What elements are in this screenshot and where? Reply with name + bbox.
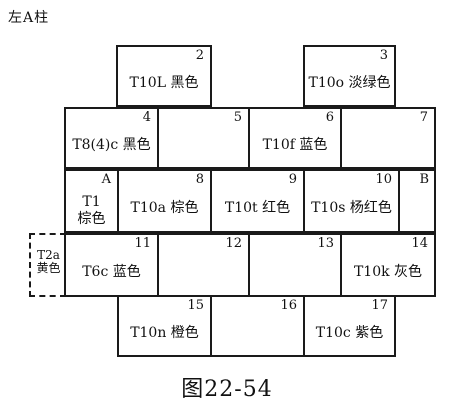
cavity-14: 14 T10k 灰色 — [340, 233, 436, 297]
cavity-number: 16 — [280, 298, 297, 313]
pin-letter: B — [419, 172, 429, 187]
cavity-7: 7 — [340, 107, 436, 169]
wire-label: T10L 黑色 — [129, 74, 199, 91]
cavity-16: 16 — [210, 295, 305, 357]
cavity-number: 6 — [325, 110, 334, 125]
cavity-17: 17 T10c 紫色 — [303, 295, 396, 357]
figure-caption: 图22-54 — [181, 377, 273, 402]
wire-label: T10s 杨红色 — [311, 200, 392, 217]
cavity-number: 3 — [379, 48, 388, 63]
wire-label: T10f 蓝色 — [262, 136, 328, 153]
cavity-number: 11 — [134, 236, 151, 251]
cavity-2: 2 T10L 黑色 — [116, 45, 212, 107]
cavity-number: 14 — [411, 236, 428, 251]
pin-A-color: 棕色 — [77, 211, 106, 227]
pin-T2a-color: 黄色 — [36, 261, 61, 275]
cavity-12: 12 — [157, 233, 250, 297]
cavity-number: 8 — [195, 172, 204, 187]
cavity-number: 4 — [142, 110, 151, 125]
diagram-title: 左A柱 — [8, 10, 50, 26]
cavity-number: 9 — [288, 172, 297, 187]
pin-A: A T1 棕色 — [64, 169, 119, 233]
cavity-11: 11 T6c 蓝色 — [64, 233, 159, 297]
wire-label: T10a 棕色 — [130, 200, 199, 217]
cavity-3: 3 T10o 淡绿色 — [303, 45, 396, 107]
cavity-number: 13 — [317, 236, 334, 251]
cavity-6: 6 T10f 蓝色 — [248, 107, 342, 169]
cavity-8: 8 T10a 棕色 — [117, 169, 212, 233]
cavity-4: 4 T8(4)c 黑色 — [64, 107, 159, 169]
cavity-number: 17 — [371, 298, 388, 313]
cavity-number: 5 — [233, 110, 242, 125]
wire-label: T6c 蓝色 — [82, 264, 141, 281]
wire-label: T10k 灰色 — [353, 264, 423, 281]
wire-label: T8(4)c 黑色 — [72, 136, 151, 153]
cavity-5: 5 — [157, 107, 250, 169]
wire-label: T10o 淡绿色 — [308, 74, 391, 91]
cavity-number: 10 — [375, 172, 392, 187]
wire-label: T10c 紫色 — [315, 324, 384, 341]
cavity-number: 12 — [225, 236, 242, 251]
cavity-number: 7 — [419, 110, 428, 125]
cavity-number: 15 — [187, 298, 204, 313]
cavity-15: 15 T10n 橙色 — [117, 295, 212, 357]
pin-T2a-code: T2a — [37, 248, 60, 262]
pin-T2a-dashed: T2a 黄色 — [29, 233, 66, 297]
cavity-number: 2 — [195, 48, 204, 63]
cavity-13: 13 — [248, 233, 342, 297]
pin-letter: A — [101, 172, 111, 187]
cavity-9: 9 T10t 红色 — [210, 169, 305, 233]
pin-B: B — [398, 169, 436, 233]
wire-label: T10n 橙色 — [130, 324, 199, 341]
wire-label: T10t 红色 — [224, 200, 291, 217]
cavity-10: 10 T10s 杨红色 — [303, 169, 400, 233]
pin-A-code: T1 — [82, 194, 101, 210]
